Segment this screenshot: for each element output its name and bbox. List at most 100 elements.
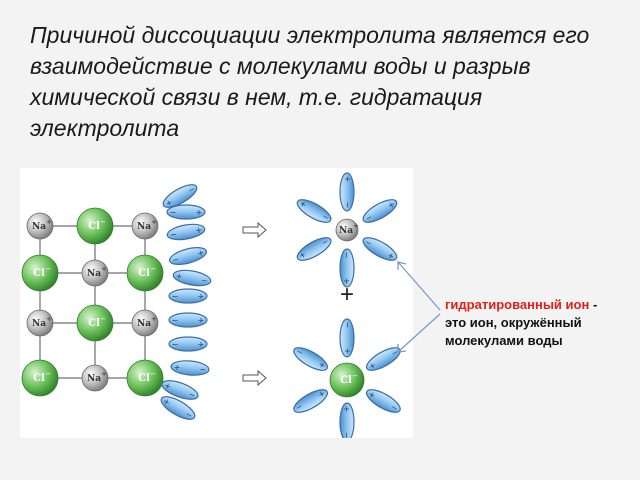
hydrated-chloride-group: +−+−+−+−+−+−Cl− xyxy=(293,318,401,438)
chloride-ion-label: Cl xyxy=(138,268,150,279)
slide-title: Причиной диссоциации электролита являетс… xyxy=(30,22,590,141)
water-molecule: +− xyxy=(293,388,329,413)
dipole-charge-label: + xyxy=(342,278,351,285)
sodium-ion-label: Na xyxy=(137,222,151,232)
definition-dash: - xyxy=(589,297,598,312)
sodium-ion-label: Na xyxy=(137,319,151,329)
dipole-charge-label: − xyxy=(172,316,179,325)
chloride-ion: Cl− xyxy=(126,254,164,292)
dipole-charge-label: + xyxy=(175,271,183,281)
hydrated-ion-description: это ион, окружённый молекулами воды xyxy=(445,315,582,348)
chloride-ion: Cl− xyxy=(126,359,164,397)
hydrated-ion-definition: гидратированный ион - это ион, окружённы… xyxy=(445,296,635,350)
reaction-arrow xyxy=(242,369,267,387)
ion-charge-label: + xyxy=(46,218,52,226)
dipole-charge-label: − xyxy=(343,322,352,329)
dipole-charge-label: + xyxy=(164,197,174,208)
chloride-ion-label: Cl xyxy=(340,375,352,386)
water-molecule: +− xyxy=(339,318,355,358)
crystal-lattice: Na+Cl−Na+Cl−Na+Cl−Na+Cl−Na+Cl−Na+Cl− xyxy=(21,207,164,397)
dipole-charge-label: − xyxy=(320,236,330,247)
sodium-ion-label: Na xyxy=(32,319,46,329)
dipole-charge-label: + xyxy=(196,208,203,217)
dipole-charge-label: + xyxy=(386,250,396,261)
ion-charge-label: − xyxy=(45,265,51,273)
dipole-charge-label: + xyxy=(198,340,205,349)
hydrated-sodium-ion: Na+ xyxy=(335,218,359,242)
ion-charge-label: + xyxy=(353,222,359,230)
dipole-charge-label: + xyxy=(195,225,203,235)
water-molecule: +− xyxy=(162,184,198,209)
ion-charge-label: − xyxy=(100,218,106,226)
ion-charge-label: + xyxy=(151,315,157,323)
water-molecule: −+ xyxy=(296,236,332,261)
dipole-charge-label: + xyxy=(198,292,205,301)
ion-charge-label: + xyxy=(101,265,107,273)
water-molecule: −+ xyxy=(168,312,208,328)
chloride-ion: Cl− xyxy=(76,304,114,342)
dipole-charge-label: − xyxy=(390,347,400,358)
dipole-charge-label: + xyxy=(198,316,205,325)
water-molecule: +− xyxy=(161,380,199,401)
sodium-ion: Na+ xyxy=(131,212,159,240)
water-molecule: +− xyxy=(365,347,401,372)
hydrated-ions: −+−+−+−+−+−+Na++−+−+−+−+−+−Cl− xyxy=(293,172,401,438)
sodium-ion-label: Na xyxy=(87,269,101,279)
dipole-charge-label: + xyxy=(196,248,205,258)
dipole-charge-label: + xyxy=(342,406,351,413)
water-molecule: −+ xyxy=(168,288,208,304)
water-molecule: −+ xyxy=(362,199,398,224)
dipole-charge-label: + xyxy=(161,396,171,407)
dipole-charge-label: − xyxy=(343,202,352,209)
reaction-arrow xyxy=(242,221,267,239)
dipole-charge-label: − xyxy=(320,211,330,222)
water-molecule: −+ xyxy=(362,237,398,262)
chloride-ion: Cl− xyxy=(76,207,114,245)
dipole-charge-label: − xyxy=(169,230,177,240)
ion-charge-label: + xyxy=(101,370,107,378)
dipole-charge-label: − xyxy=(184,409,194,420)
water-molecule: −+ xyxy=(168,336,208,352)
ion-charge-label: − xyxy=(45,370,51,378)
ion-charge-label: − xyxy=(150,265,156,273)
dipole-charge-label: − xyxy=(172,340,179,349)
dipole-charge-label: − xyxy=(187,390,196,401)
dipole-charge-label: + xyxy=(367,360,377,371)
chloride-ion-label: Cl xyxy=(33,373,45,384)
water-molecule: +− xyxy=(170,360,210,376)
water-molecule: −+ xyxy=(166,204,206,220)
dipole-charge-label: − xyxy=(186,184,196,195)
hydration-diagram: Na+Cl−Na+Cl−Na+Cl−Na+Cl−Na+Cl−Na+Cl− +−−… xyxy=(20,168,413,438)
dipole-charge-label: − xyxy=(172,292,179,301)
dipole-charge-label: + xyxy=(163,381,172,392)
crystal-lattice-bonds xyxy=(39,225,146,379)
dipole-charge-label: + xyxy=(317,359,327,370)
dipole-charge-label: − xyxy=(294,401,304,412)
ion-charge-label: + xyxy=(46,315,52,323)
dipole-charge-label: − xyxy=(342,432,351,438)
sodium-ion: Na+ xyxy=(26,309,54,337)
dipole-charge-label: + xyxy=(343,348,352,355)
sodium-ion: Na+ xyxy=(26,212,54,240)
chloride-ion-label: Cl xyxy=(88,221,100,232)
hydrated-chloride-ion: Cl− xyxy=(329,362,365,398)
reaction-arrows xyxy=(242,221,267,387)
dipole-charge-label: + xyxy=(367,389,377,400)
water-molecule: −+ xyxy=(339,172,355,212)
hydrated-sodium-group: −+−+−+−+−+−+Na+ xyxy=(296,172,398,288)
water-molecule: +− xyxy=(339,402,355,438)
water-molecules: +−−+−+−++−−+−+−++−+−+− xyxy=(160,184,212,421)
water-molecule: −+ xyxy=(166,223,206,241)
dipole-charge-label: + xyxy=(316,388,326,399)
ion-charge-label: − xyxy=(100,315,106,323)
ion-charge-label: − xyxy=(150,370,156,378)
sodium-ion-label: Na xyxy=(87,374,101,384)
sodium-ion-label: Na xyxy=(32,222,46,232)
water-molecule: +− xyxy=(160,396,196,421)
chloride-ion: Cl− xyxy=(21,254,59,292)
dipole-charge-label: − xyxy=(201,276,209,286)
dipole-charge-label: − xyxy=(364,212,374,223)
dipole-charge-label: + xyxy=(297,249,307,260)
chloride-ion: Cl− xyxy=(21,359,59,397)
dipole-charge-label: + xyxy=(343,176,352,183)
